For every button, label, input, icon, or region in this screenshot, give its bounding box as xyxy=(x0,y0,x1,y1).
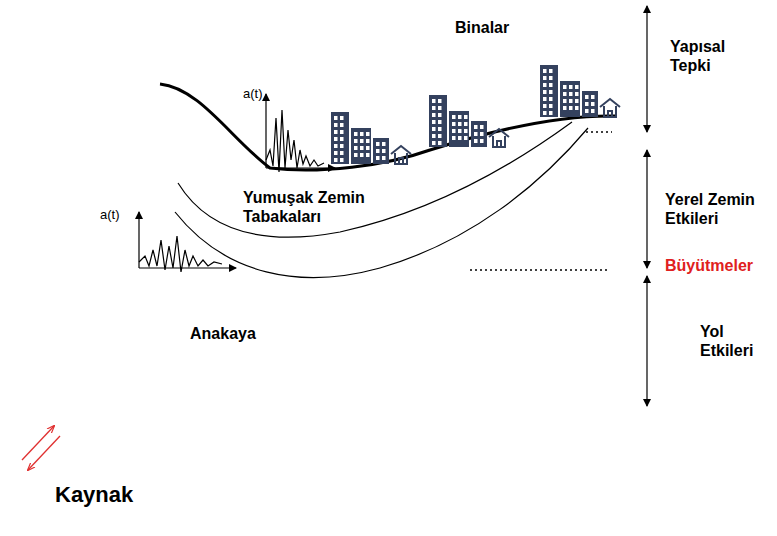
axis-label: a(t) xyxy=(100,207,140,223)
layer-label: Anakaya xyxy=(190,324,290,343)
range-arrow xyxy=(646,150,647,268)
dotted-line xyxy=(470,269,610,271)
accelerogram xyxy=(139,212,236,272)
dotted-line xyxy=(586,131,612,133)
range-label: Yerel Zemin Etkileri xyxy=(665,190,773,228)
buildings xyxy=(331,65,620,164)
layer-label: Yumuşak Zemin Tabakaları xyxy=(243,188,393,226)
fault-symbol xyxy=(8,416,74,484)
accelerogram xyxy=(266,94,335,172)
range-arrow xyxy=(646,6,647,132)
range-label: Yapısal Tepki xyxy=(670,37,750,75)
range-label: Yol Etkileri xyxy=(700,322,770,360)
range-arrow xyxy=(646,276,647,406)
source-label: Kaynak xyxy=(55,482,175,508)
building-label: Binalar xyxy=(455,18,545,37)
bedrock-boundary xyxy=(175,128,588,278)
range-label: Büyütmeler xyxy=(665,256,773,275)
axis-label: a(t) xyxy=(243,86,283,102)
